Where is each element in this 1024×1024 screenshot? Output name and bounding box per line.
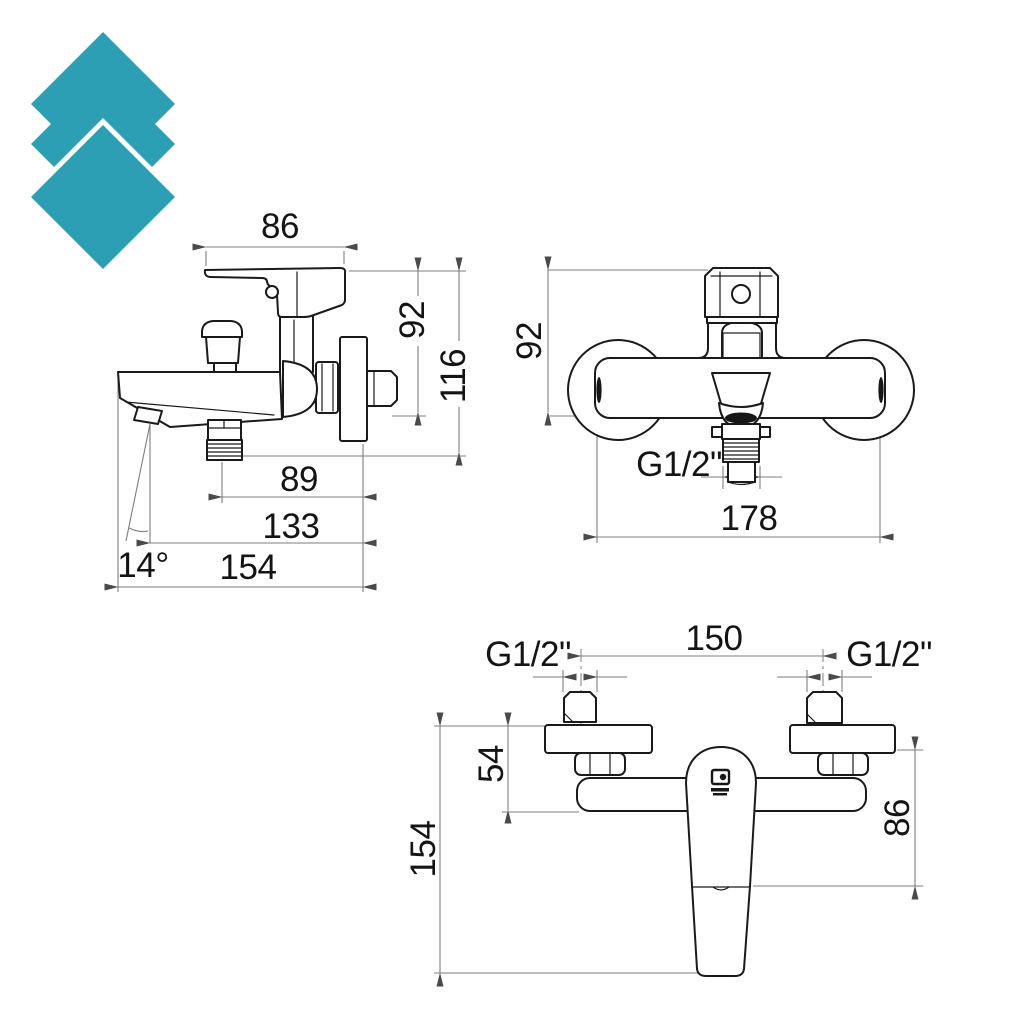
brand-mark-icon: [710, 768, 731, 796]
dim-lever-width: 86: [261, 207, 299, 246]
dim-wall-to-handle: 86: [878, 799, 917, 837]
mixer-dome: [282, 360, 318, 418]
wall-connector-stub: [366, 370, 398, 407]
hex-nut: [315, 361, 339, 414]
flange-left: [544, 724, 653, 754]
dim-front-thread: G1/2": [636, 445, 722, 484]
angle-arc: [128, 527, 149, 533]
inlet-stub-right: [806, 691, 843, 724]
body-end-cap-right: [878, 377, 884, 403]
handle-skirt: [706, 316, 778, 324]
handle-screw-hole: [731, 284, 751, 304]
front-outlet-stack: [711, 372, 771, 486]
handle-pivot-dot: [265, 285, 279, 299]
front-view-faucet: [567, 267, 915, 486]
lever-handle: [203, 267, 347, 318]
outlet-seal: [725, 412, 757, 424]
top-view-labels: G1/2" 150 G1/2" 54 154 86: [404, 619, 932, 877]
inlet-stub-left: [563, 691, 597, 723]
wall-flange: [339, 336, 368, 442]
dim-outlet-to-wall: 89: [280, 460, 318, 499]
handle-block: [704, 267, 779, 324]
side-view-dimension-lines: [104, 243, 466, 592]
top-view-faucet: [544, 691, 896, 977]
flange-right: [789, 724, 896, 754]
dim-wall-to-body: 54: [472, 745, 511, 783]
chevron-top: [31, 32, 175, 127]
outlet-tube: [727, 461, 756, 483]
dim-front-width: 178: [721, 499, 778, 538]
dim-spout-angle: 14°: [117, 546, 168, 585]
diamond-bottom: [31, 125, 175, 269]
triple-chevron-logo: [31, 32, 175, 269]
dim-front-height: 92: [510, 322, 549, 360]
top-view-dimension-lines: [434, 649, 923, 987]
top-hex-nut-left: [574, 752, 626, 776]
dim-thread-left: G1/2": [485, 635, 571, 674]
handle-column: [697, 321, 787, 359]
spout: [117, 371, 283, 428]
dim-top-total-depth: 154: [404, 821, 443, 878]
diverter-knob: [201, 320, 243, 373]
dim-total-height: 116: [434, 349, 473, 403]
top-lever-handle: [685, 746, 757, 977]
chevron-middle: [31, 72, 175, 167]
front-view-labels: 92 G1/2" 178: [510, 322, 778, 538]
side-view-faucet: [117, 267, 398, 461]
dim-inlet-spacing: 150: [686, 619, 743, 658]
side-view: 86 92 116 89 133 154 14°: [104, 207, 473, 592]
body-end-cap-left: [596, 377, 602, 403]
cartridge-neck: [279, 312, 314, 373]
side-view-labels: 86 92 116 89 133 154 14°: [117, 207, 473, 587]
dim-spout-mid-depth: 133: [263, 507, 320, 546]
dim-spout-total-depth: 154: [220, 548, 277, 587]
shower-outlet: [206, 419, 243, 461]
front-view-dimension-lines: [544, 256, 894, 543]
dim-thread-right: G1/2": [846, 635, 932, 674]
top-view: G1/2" 150 G1/2" 54 154 86: [404, 619, 932, 987]
top-hex-nut-right: [817, 752, 869, 776]
front-view: 92 G1/2" 178: [510, 256, 915, 543]
spout-angle-line: [125, 423, 151, 542]
dim-upper-height: 92: [393, 301, 432, 339]
aerator: [133, 406, 163, 425]
